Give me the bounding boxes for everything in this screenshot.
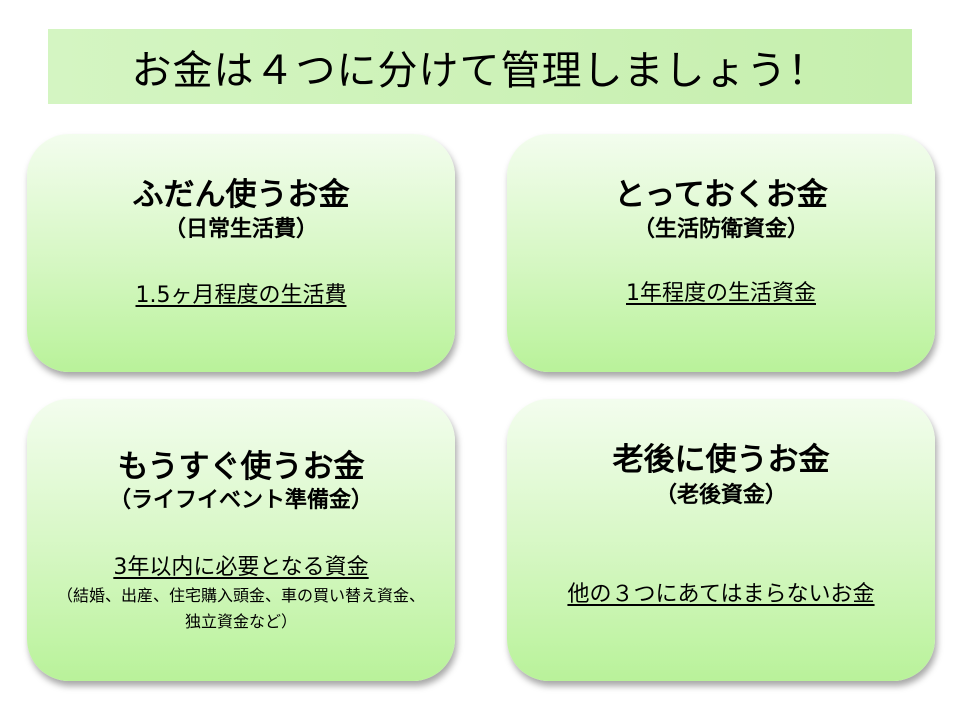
card-subheading: （生活防衛資金） [632,217,809,242]
card-heading: もうすぐ使うお金 [117,449,365,485]
card-heading: とっておくお金 [614,177,828,213]
card-subheading: （老後資金） [654,483,787,508]
card-description: 他の３つにあてはまらないお金 [567,582,875,607]
card-heading: ふだん使うお金 [132,177,350,213]
card-description: 1.5ヶ月程度の生活費 [135,283,347,308]
card-heading: 老後に使うお金 [612,442,830,478]
card-note: （結婚、出産、住宅購入頭金、車の買い替え資金、独立資金など） [57,586,426,631]
card-daily-money: ふだん使うお金 （日常生活費） 1.5ヶ月程度の生活費 [27,134,455,372]
card-reserve-money: とっておくお金 （生活防衛資金） 1年程度の生活資金 [507,134,935,372]
card-description: 3年以内に必要となる資金 [113,555,369,580]
card-subheading: （ライフイベント準備金） [108,488,373,513]
card-soon-money: もうすぐ使うお金 （ライフイベント準備金） 3年以内に必要となる資金 （結婚、出… [27,399,455,681]
card-subheading: （日常生活費） [163,217,318,242]
card-retirement-money: 老後に使うお金 （老後資金） 他の３つにあてはまらないお金 [507,399,935,681]
card-description: 1年程度の生活資金 [626,281,816,306]
title-banner: お金は４つに分けて管理しましょう！ [48,29,912,104]
page-title: お金は４つに分けて管理しましょう！ [131,47,829,94]
